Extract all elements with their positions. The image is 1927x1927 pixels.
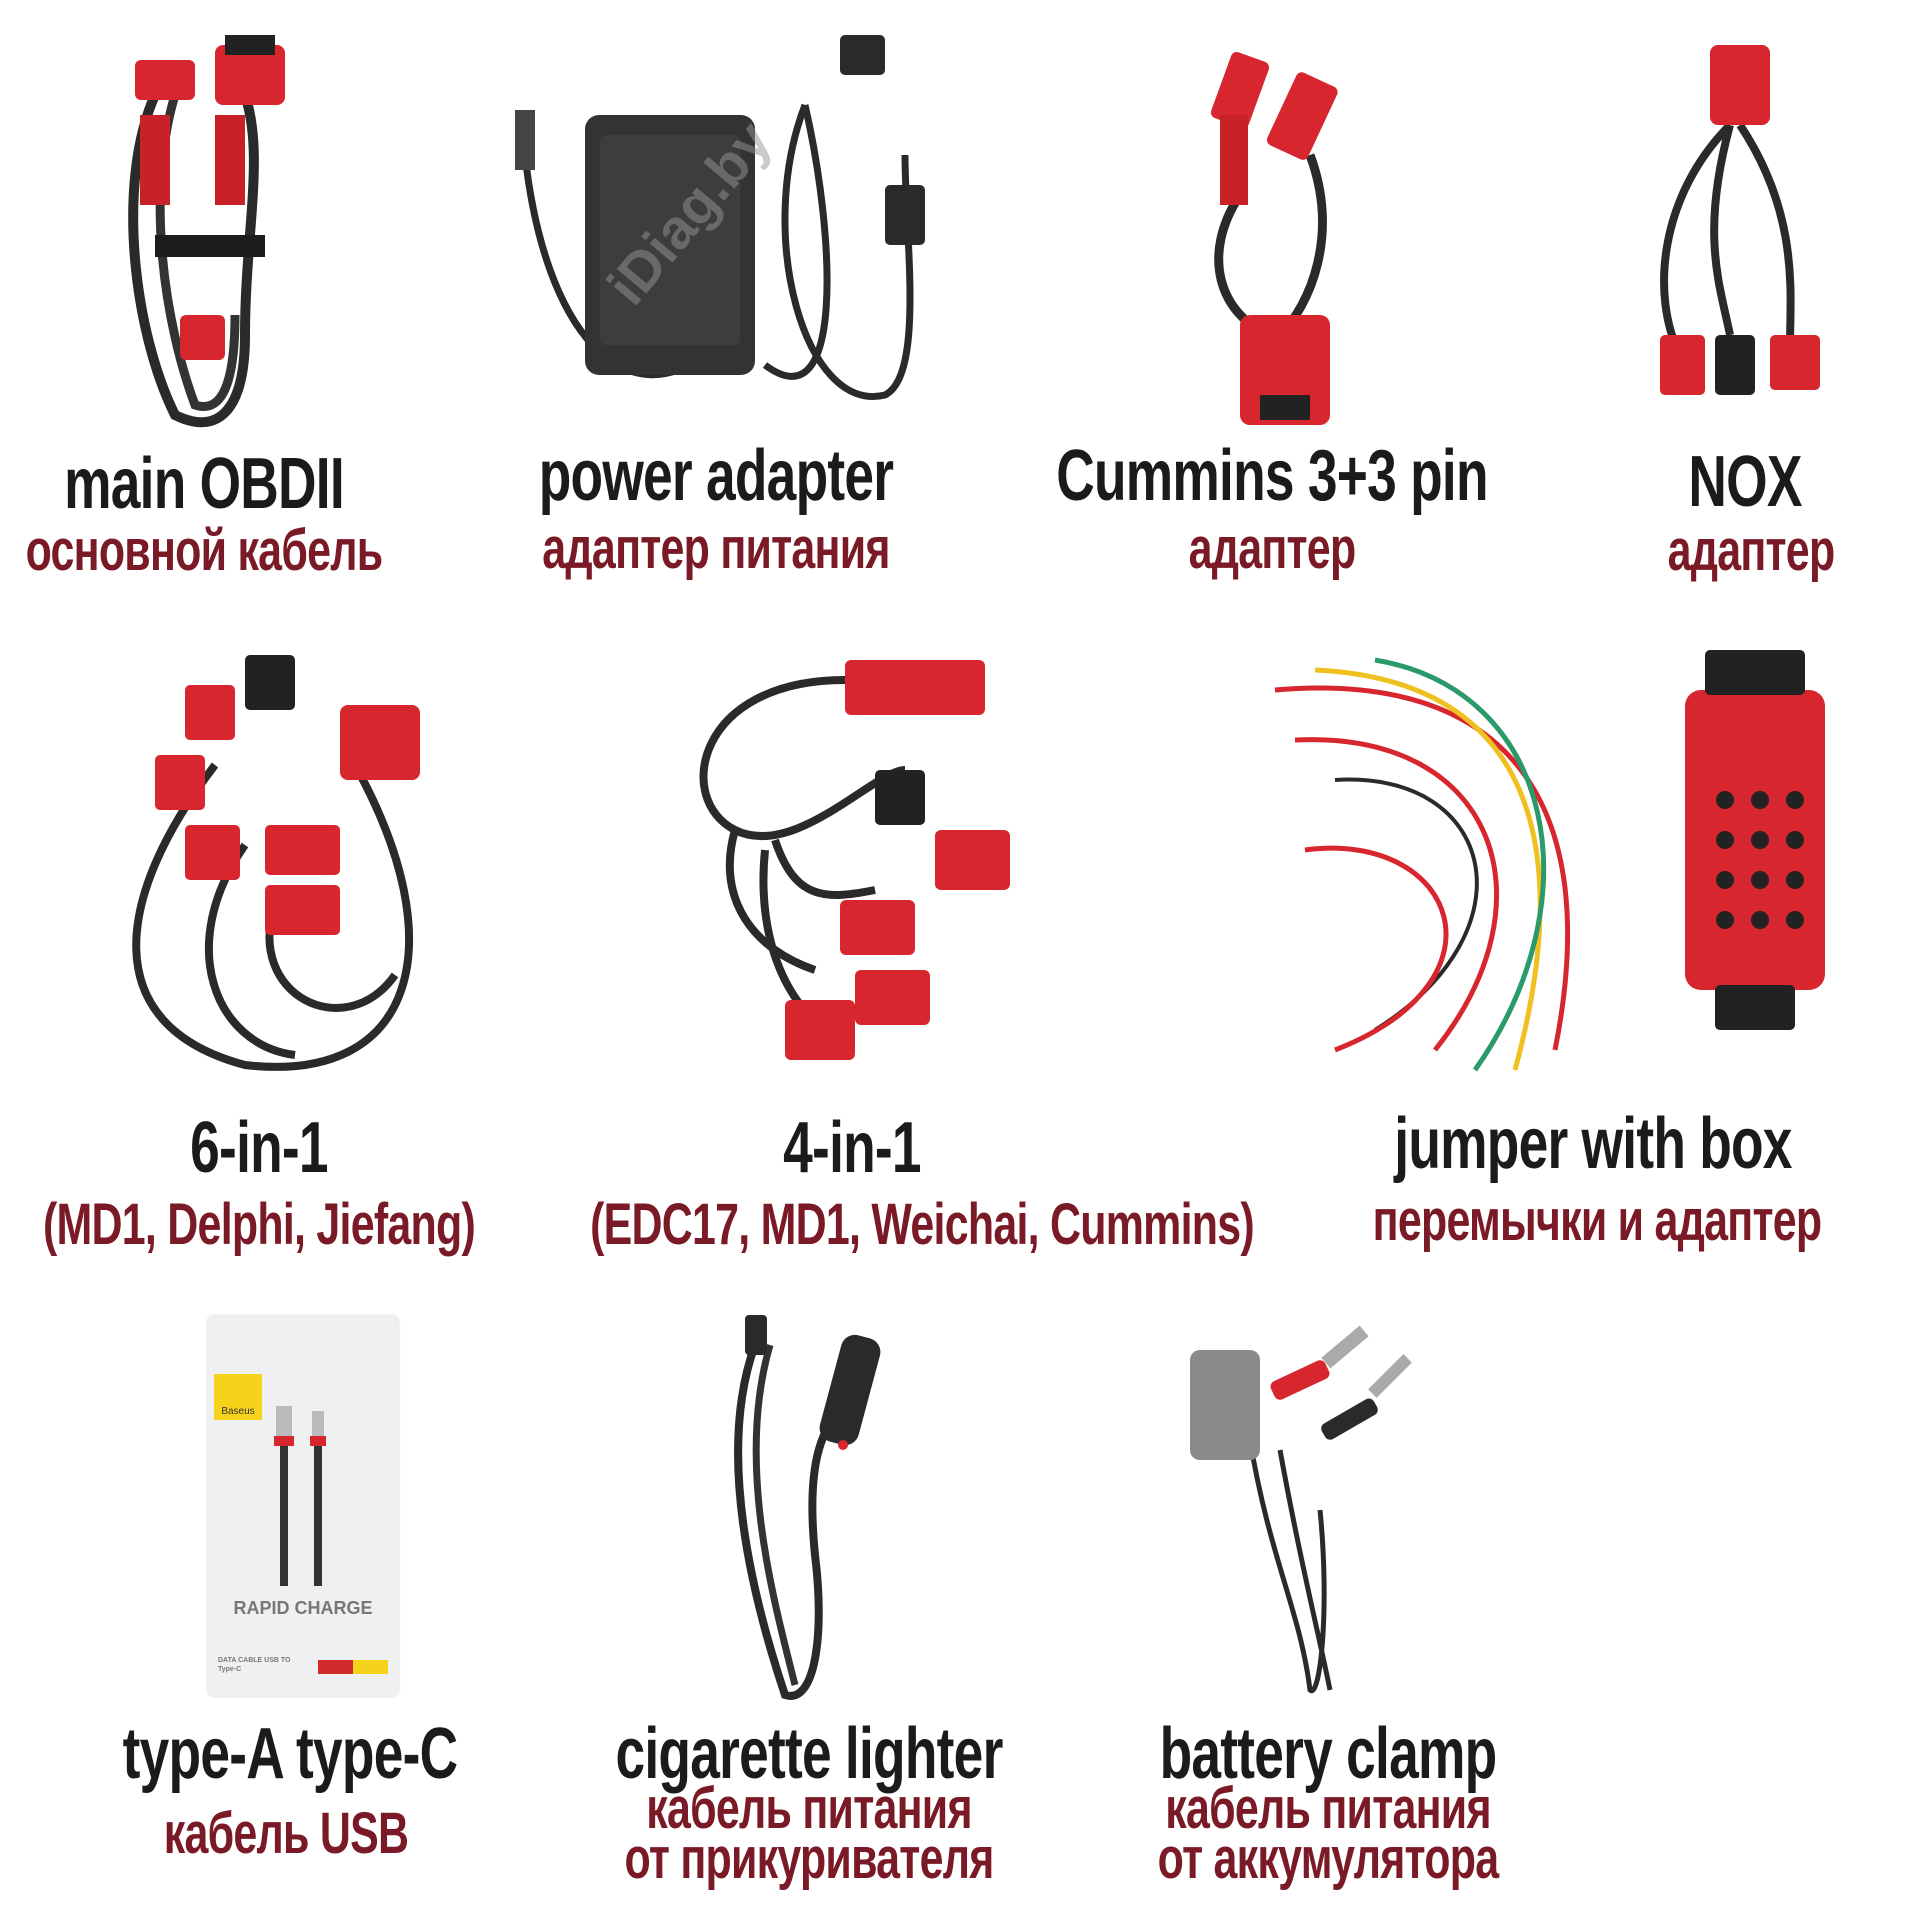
usb-cable-box-image: Baseus RAPID CHARGE DATA CABLE USB TO Ty… bbox=[208, 1316, 398, 1696]
item-title: battery clamp bbox=[1159, 1714, 1498, 1794]
item-title: power adapter bbox=[538, 436, 894, 516]
battery-clamp-cable-image bbox=[1190, 1325, 1412, 1694]
power-adapter-image bbox=[515, 35, 925, 401]
item-title: main OBDII bbox=[64, 444, 345, 524]
item-subtitle: (MD1, Delphi, Jiefang) bbox=[42, 1192, 476, 1257]
box-headline: RAPID CHARGE bbox=[233, 1598, 373, 1618]
quality-badge bbox=[318, 1660, 388, 1674]
six-in-one-cable-image bbox=[132, 655, 420, 1071]
cummins-adapter-image bbox=[1210, 51, 1338, 425]
item-subtitle-line2: от аккумулятора bbox=[1157, 1826, 1499, 1891]
item-subtitle: кабель USB bbox=[163, 1801, 409, 1866]
item-title: 6-in-1 bbox=[190, 1108, 328, 1188]
jumper-with-box-image bbox=[1274, 650, 1825, 1072]
item-subtitle-line2: от прикуривателя bbox=[624, 1826, 994, 1891]
item-subtitle: адаптер bbox=[1667, 518, 1836, 583]
item-subtitle: адаптер bbox=[1188, 516, 1357, 581]
item-title: NOX bbox=[1688, 442, 1802, 522]
item-subtitle: перемычки и адаптер bbox=[1372, 1188, 1822, 1253]
box-description: DATA CABLE USB TO Type-C bbox=[218, 1657, 291, 1673]
brand-logo: Baseus bbox=[214, 1374, 262, 1420]
item-title: type-A type-C bbox=[122, 1714, 458, 1794]
item-subtitle: основной кабель bbox=[25, 518, 384, 583]
item-subtitle: адаптер питания bbox=[542, 516, 890, 581]
item-title: Cummins 3+3 pin bbox=[1056, 436, 1488, 516]
item-subtitle: кабель питания bbox=[646, 1776, 972, 1841]
main-obdii-cable-image bbox=[128, 35, 285, 428]
cigarette-lighter-cable-image bbox=[734, 1315, 881, 1700]
nox-adapter-image bbox=[1660, 45, 1820, 395]
item-title: cigarette lighter bbox=[615, 1714, 1003, 1794]
item-title: 4-in-1 bbox=[783, 1108, 921, 1188]
item-subtitle: кабель питания bbox=[1165, 1776, 1491, 1841]
item-subtitle: (EDC17, MD1, Weichai, Cummins) bbox=[590, 1192, 1255, 1257]
four-in-one-cable-image bbox=[699, 660, 1010, 1060]
item-title: jumper with box bbox=[1394, 1104, 1792, 1184]
